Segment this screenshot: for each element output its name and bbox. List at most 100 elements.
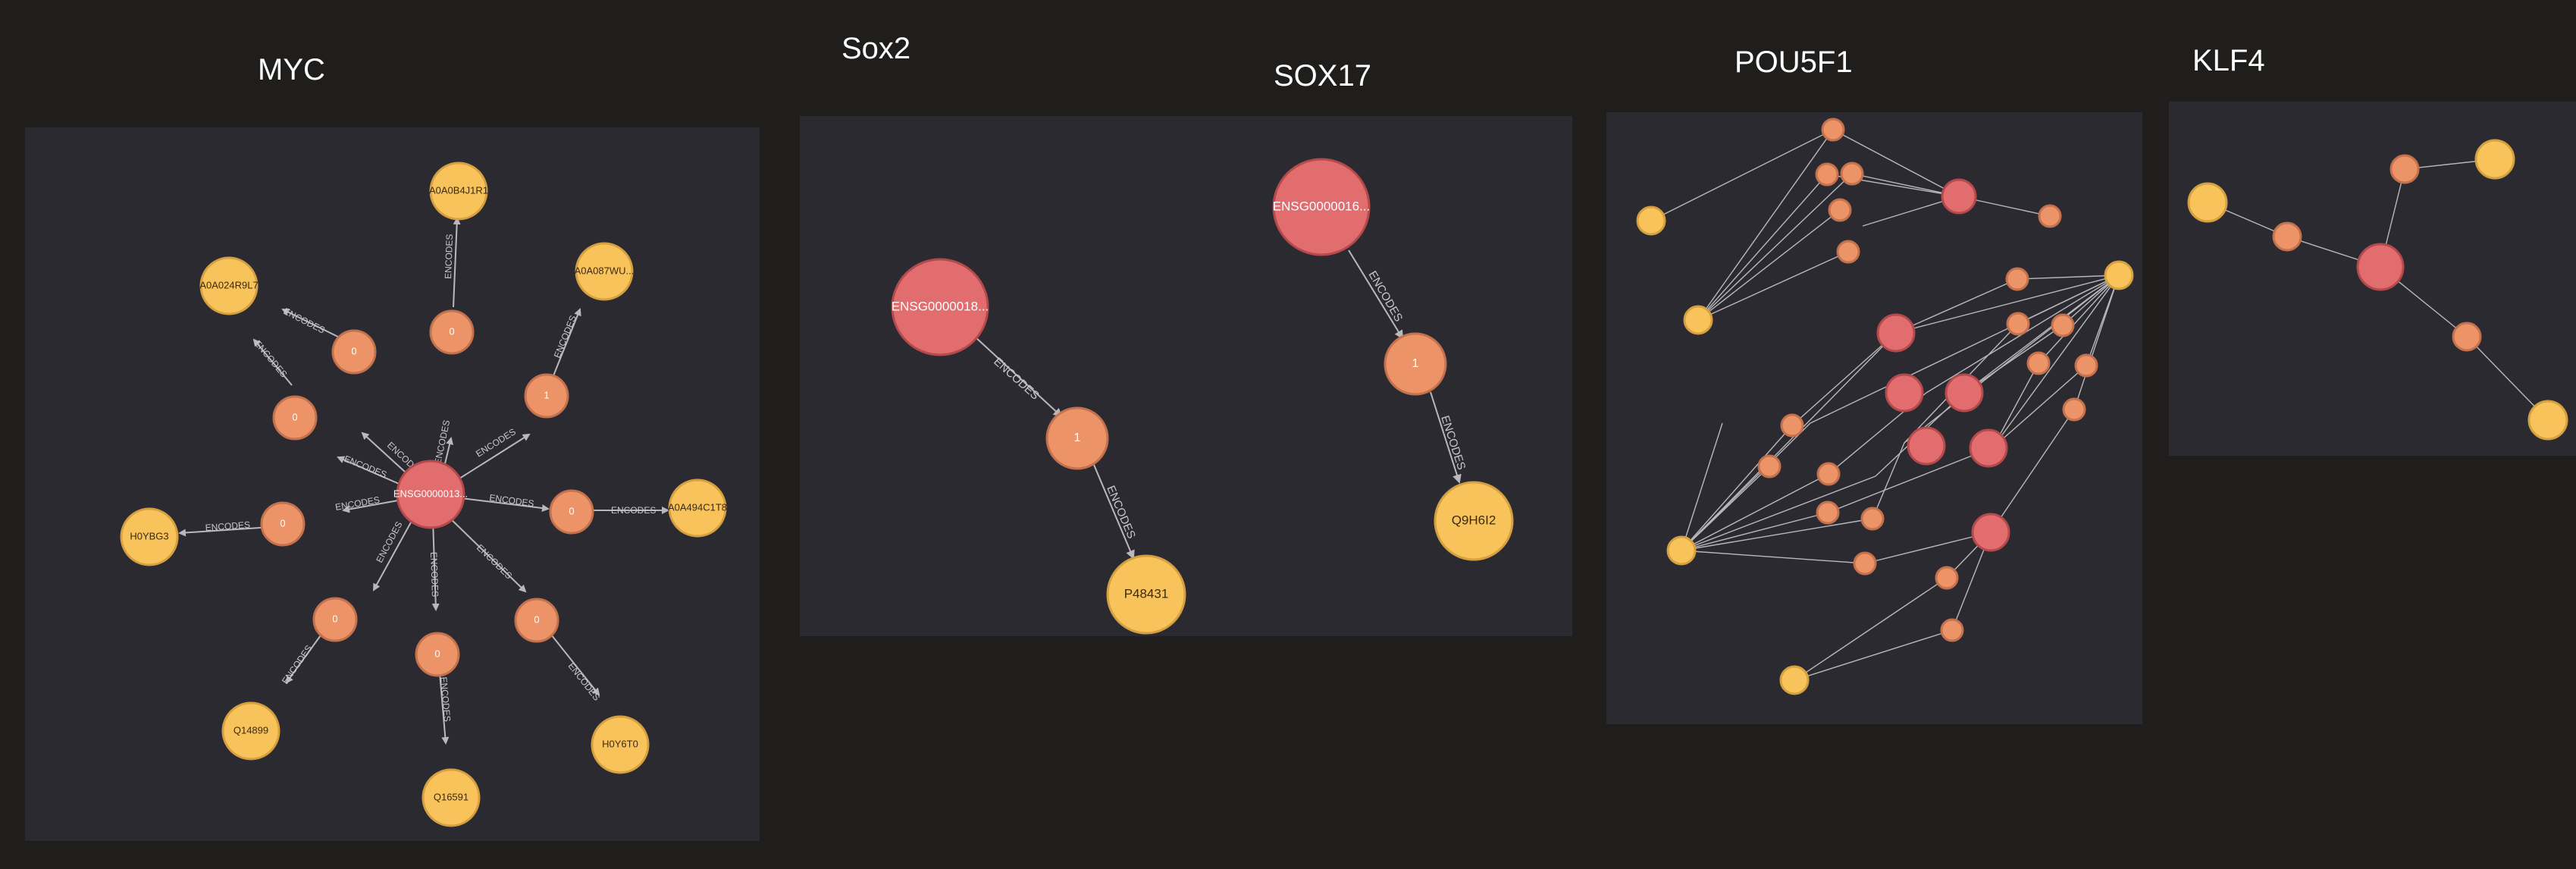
transcript-node[interactable] [1816,500,1840,525]
edge [450,433,531,485]
protein-node[interactable] [1779,665,1810,695]
protein-node[interactable]: H0Y6T0 [591,715,650,774]
transcript-node[interactable]: 0 [272,395,318,441]
transcript-node[interactable]: 0 [415,632,460,677]
edge [1992,275,2120,448]
gene-node[interactable] [1907,426,1946,466]
edge-label: ENCODES [475,542,514,581]
myc-graph-panel[interactable]: ENCODES ENCODES ENCODES ENCODES ENCODES … [25,127,760,841]
gene-node[interactable] [1885,373,1924,413]
gene-node[interactable]: ENSG0000013... [393,460,468,529]
gene-node[interactable]: ENSG0000018... [891,258,989,356]
node-label: Q9H6I2 [1452,513,1496,527]
node-label: 0 [434,648,440,659]
edge-label: ENCODES [489,492,535,509]
gene-node[interactable] [1945,373,1984,413]
klf4-graph-panel[interactable] [2169,102,2576,456]
transcript-node[interactable] [2390,154,2420,184]
transcript-node[interactable] [2038,204,2062,228]
edge [1348,249,1404,340]
transcript-node[interactable] [2006,312,2030,336]
transcript-node[interactable]: 0 [312,597,358,642]
transcript-node[interactable] [2272,221,2302,252]
edge [1697,209,1841,321]
protein-node[interactable] [1666,535,1697,566]
protein-node[interactable] [2187,182,2228,223]
gene-node[interactable] [1876,313,1916,353]
edge-label: ENCODES [443,234,455,279]
protein-node[interactable]: A0A087WU... [575,242,635,301]
transcript-node[interactable] [1757,454,1782,478]
protein-node[interactable]: A0A0B4J1R1 [429,162,488,221]
transcript-node[interactable] [1815,162,1839,187]
transcript-node[interactable] [1853,551,1877,576]
edge [1872,442,1905,519]
protein-node[interactable] [1683,305,1713,335]
transcript-node[interactable]: 0 [514,598,559,643]
protein-node[interactable]: A0A494C1T8 [668,478,727,538]
gene-node[interactable] [1941,178,1977,215]
transcript-node[interactable]: 1 [1045,406,1109,470]
node-label: ENSG0000018... [892,299,989,313]
gene-node[interactable] [1969,428,2008,468]
edge [1650,129,1834,221]
protein-node[interactable]: Q9H6I2 [1434,481,1514,561]
edge-label: ENCODES [343,453,388,480]
edge [252,338,293,386]
transcript-node[interactable] [2452,322,2482,352]
protein-node[interactable]: P48431 [1106,554,1186,635]
edge [1430,391,1462,484]
transcript-node[interactable]: 0 [260,501,306,547]
myc-nodes: ENSG0000013... 0 0 0 1 0 0 0 0 0 A0A0B4J… [120,162,727,827]
transcript-node[interactable] [1821,118,1845,142]
edge [1963,325,2064,394]
node-label: P48431 [1124,586,1169,601]
edge [1990,409,2075,533]
transcript-node[interactable] [1935,566,1959,590]
node-label: ENSG0000013... [393,488,468,499]
gene-node[interactable]: ENSG0000016... [1272,158,1371,256]
transcript-node[interactable] [1828,198,1852,222]
edge [1681,550,1866,564]
transcript-node[interactable]: 0 [549,489,594,535]
sox-graph: ENCODES ENCODES ENCODES ENCODES ENSG0000… [891,158,1514,635]
node-label: 1 [544,389,549,400]
edge [1681,425,1793,551]
transcript-node[interactable] [2026,351,2051,375]
edge [454,497,550,512]
transcript-node[interactable] [2005,267,2029,291]
node-label: 1 [1412,357,1419,370]
protein-node[interactable]: A0A024R9L7 [199,256,259,315]
transcript-node[interactable] [2074,353,2098,378]
edge [1810,275,2120,424]
transcript-node[interactable] [1840,162,1864,186]
transcript-node[interactable] [1940,618,1964,642]
protein-node[interactable]: Q14899 [221,701,280,761]
edge [1895,278,2018,334]
edge [1681,473,1829,551]
transcript-node[interactable] [2062,397,2086,422]
transcript-node[interactable] [2051,313,2075,337]
protein-node[interactable] [2527,400,2568,441]
transcript-node[interactable] [1780,413,1804,438]
transcript-node[interactable] [1860,507,1885,531]
transcript-node[interactable] [1836,240,1860,264]
pou5f1-graph-panel[interactable] [1606,112,2142,724]
edge [1681,332,1897,551]
transcript-node[interactable]: 0 [429,309,475,355]
klf4-graph [2187,139,2568,441]
transcript-node[interactable]: 1 [1384,332,1447,396]
protein-node[interactable]: H0YBG3 [120,507,179,566]
protein-node[interactable]: Q16591 [421,768,481,827]
sox-edges [975,249,1462,560]
sox-graph-panel[interactable]: ENCODES ENCODES ENCODES ENCODES ENSG0000… [800,116,1572,636]
protein-node[interactable] [2474,139,2515,180]
transcript-node[interactable]: 1 [524,373,569,419]
edge-label: ENCODES [428,552,440,598]
transcript-node[interactable] [1816,462,1841,486]
protein-node[interactable] [2104,260,2134,290]
transcript-node[interactable]: 0 [331,329,377,375]
protein-node[interactable] [1636,205,1666,236]
gene-node[interactable] [1971,513,2010,552]
gene-node[interactable] [2356,243,2405,291]
